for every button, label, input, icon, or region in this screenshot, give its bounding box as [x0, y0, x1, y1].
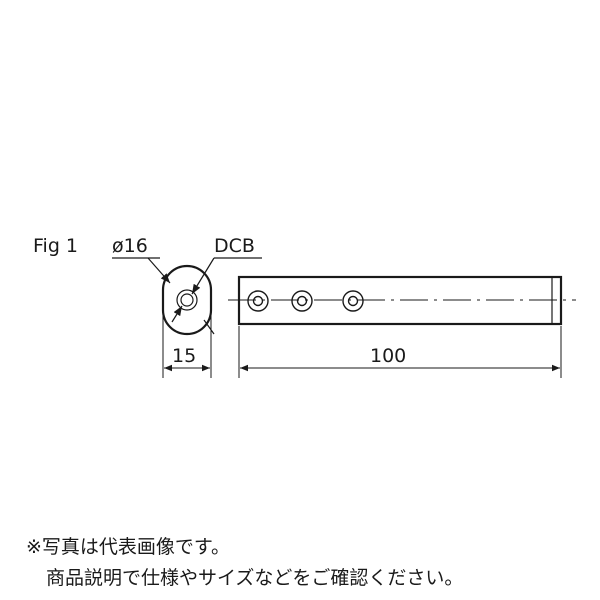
side-view: [228, 275, 576, 378]
coolant-callout: DCB: [214, 235, 255, 257]
coolant-hole-outer: [176, 289, 198, 311]
representative-image-note: ※写真は代表画像です。: [26, 536, 231, 558]
diameter-callout: ø16: [112, 235, 148, 257]
dcb-leader: [191, 257, 215, 295]
diameter-leader-tail: [203, 319, 215, 335]
coolant-port-3: [342, 290, 364, 312]
coolant-port-1: [247, 290, 269, 312]
width-dimension-value: 15: [172, 345, 196, 367]
coolant-port-2: [291, 290, 313, 312]
diameter-leader: [147, 257, 171, 284]
figure-label: Fig 1: [33, 235, 78, 257]
coolant-hole-inner: [180, 293, 194, 307]
end-view-outline: [161, 264, 213, 336]
dcb-leader-tail: [171, 305, 183, 323]
length-dimension-value: 100: [370, 345, 406, 367]
check-specifications-note: 商品説明で仕様やサイズなどをご確認ください。: [46, 567, 464, 589]
end-view: [112, 257, 262, 378]
